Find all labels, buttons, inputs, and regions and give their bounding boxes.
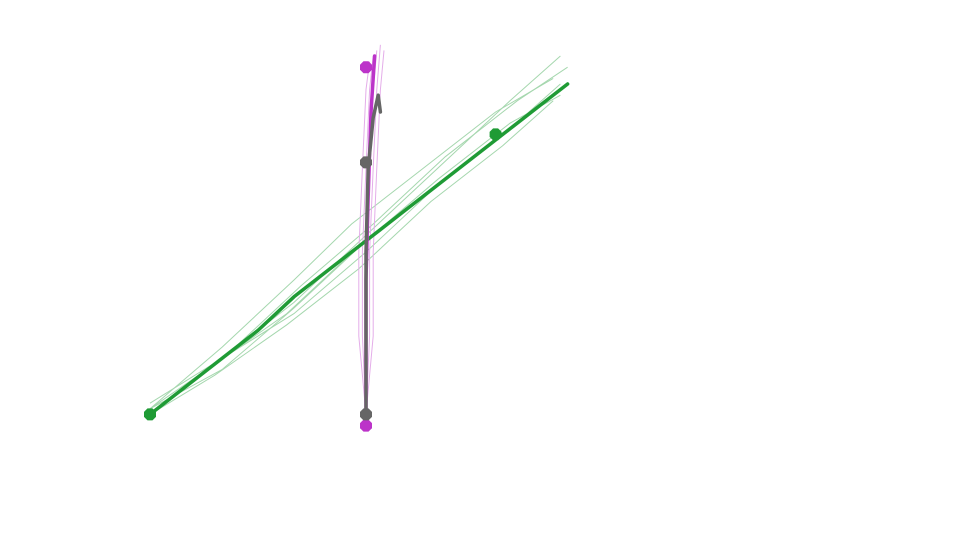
trial-line [365, 50, 385, 415]
trial-line [149, 94, 561, 410]
series-mean-2 [144, 82, 570, 421]
endpoint-marker [144, 408, 156, 421]
trial-line [361, 55, 374, 415]
endpoint-marker [489, 128, 502, 141]
trial-line [358, 61, 371, 415]
endpoint-marker [360, 61, 372, 74]
endpoint-marker [360, 156, 372, 169]
trial-line [365, 44, 381, 415]
series-mean-4 [360, 93, 383, 421]
series-trials-0 [149, 55, 568, 415]
endpoint-marker [360, 408, 372, 421]
endpoint-marker [360, 419, 372, 432]
trial-line [149, 77, 554, 410]
